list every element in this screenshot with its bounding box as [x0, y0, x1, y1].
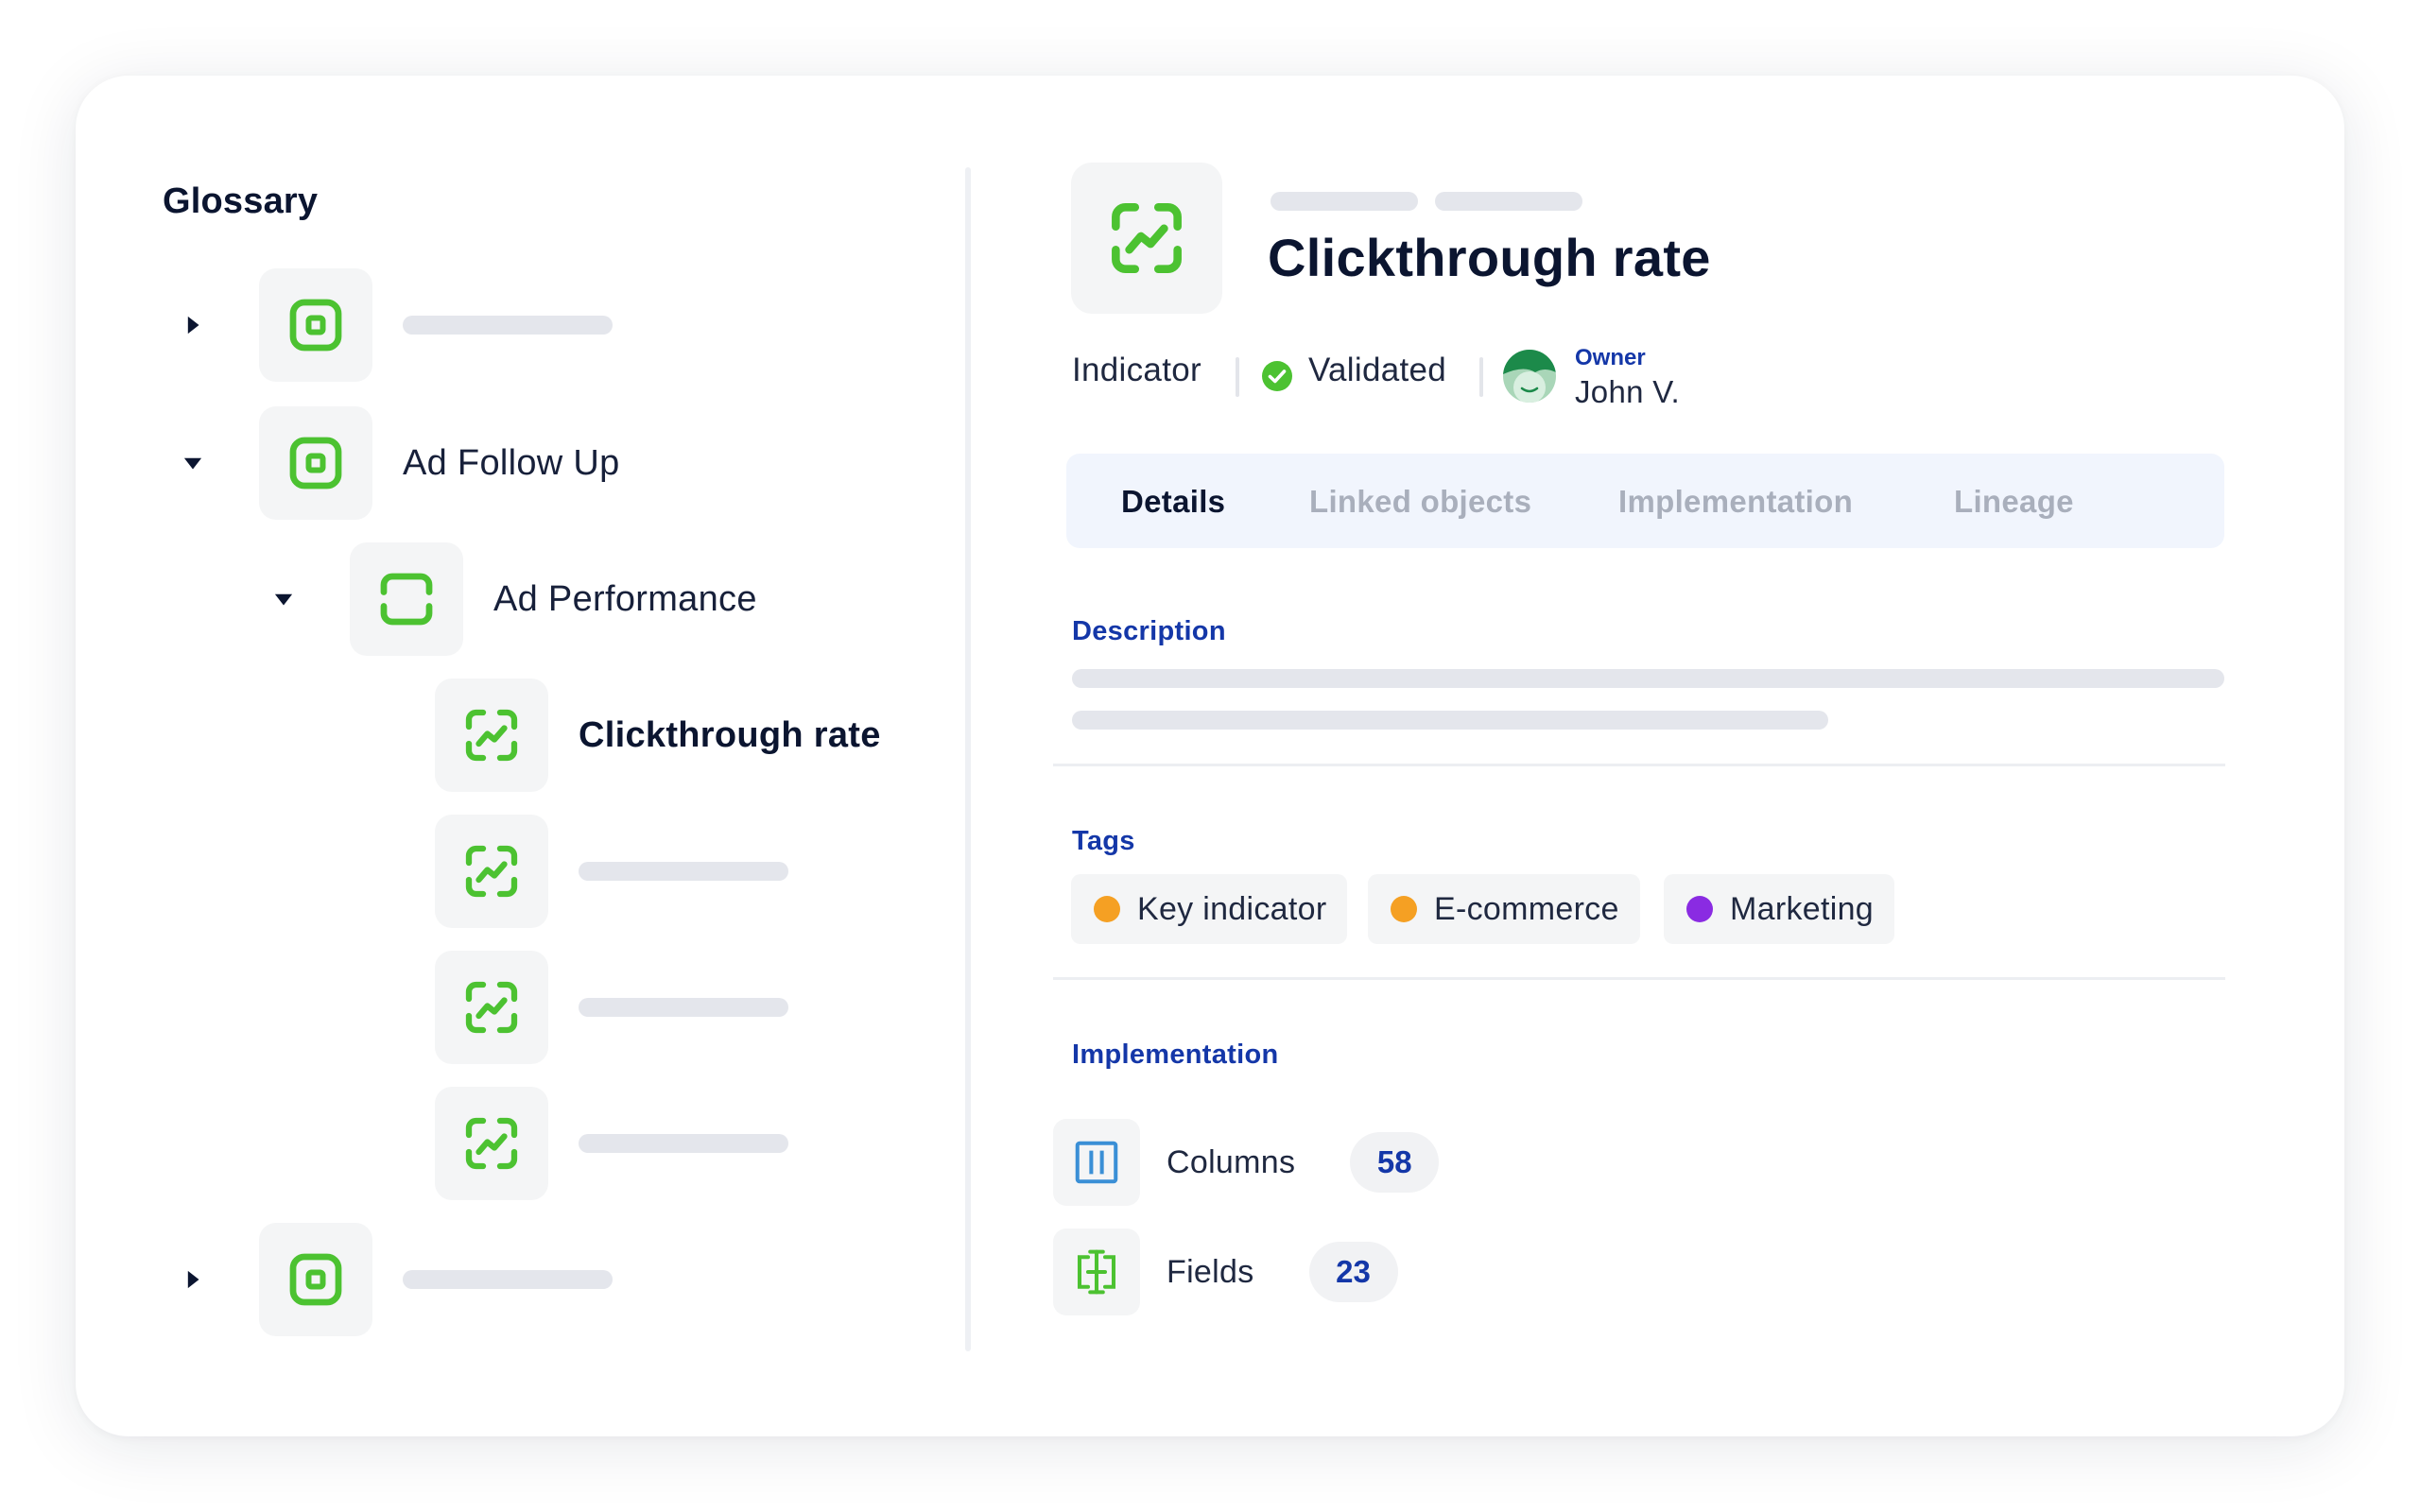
tag-e-commerce[interactable]: E-commerce [1368, 874, 1640, 944]
group-icon [350, 542, 463, 656]
category-icon [259, 268, 372, 382]
tab-details[interactable]: Details [1121, 484, 1226, 519]
tab-implementation[interactable]: Implementation [1618, 484, 1854, 519]
placeholder-label [403, 316, 613, 335]
implementation-fields[interactable]: Fields 23 [1053, 1228, 1398, 1315]
tree-item-ad-follow-up[interactable]: Ad Follow Up [174, 406, 620, 520]
status-badge: Validated [1308, 352, 1447, 388]
check-circle-icon [1262, 361, 1292, 391]
tree-item[interactable] [174, 1223, 613, 1336]
tag-label: E-commerce [1434, 890, 1619, 927]
tree-item-label: Ad Follow Up [403, 442, 620, 483]
owner-label: Owner [1575, 345, 1646, 370]
tab-lineage[interactable]: Lineage [1954, 484, 2074, 519]
count-badge: 23 [1308, 1242, 1398, 1302]
panel-divider [965, 167, 971, 1351]
columns-icon [1053, 1119, 1140, 1206]
tree-item[interactable] [435, 1087, 788, 1200]
object-type: Indicator [1072, 352, 1201, 388]
tab-linked-objects[interactable]: Linked objects [1309, 484, 1532, 519]
indicator-icon [1071, 163, 1222, 314]
tags-heading: Tags [1072, 826, 1135, 856]
description-placeholder [1072, 669, 2224, 688]
implementation-label: Columns [1167, 1143, 1296, 1180]
caret-right-icon[interactable] [174, 1261, 212, 1298]
implementation-heading: Implementation [1072, 1040, 1279, 1070]
caret-down-icon[interactable] [265, 580, 302, 618]
tree-item[interactable] [435, 815, 788, 928]
section-divider [1053, 977, 2225, 980]
description-heading: Description [1072, 616, 1226, 646]
placeholder-label [403, 1270, 613, 1289]
tree-item-label: Ad Performance [493, 578, 757, 619]
description-placeholder [1072, 711, 1828, 730]
tag-label: Key indicator [1137, 890, 1327, 927]
implementation-label: Fields [1167, 1253, 1254, 1290]
tree-item[interactable] [174, 268, 613, 382]
placeholder-label [579, 998, 788, 1017]
tree-item-ad-performance[interactable]: Ad Performance [265, 542, 757, 656]
indicator-icon [435, 815, 548, 928]
breadcrumb-placeholder[interactable] [1435, 192, 1582, 211]
tag-color-dot [1391, 896, 1417, 922]
category-icon [259, 1223, 372, 1336]
placeholder-label [579, 862, 788, 881]
breadcrumb-placeholder[interactable] [1270, 192, 1418, 211]
tag-marketing[interactable]: Marketing [1664, 874, 1894, 944]
detail-tabs: Details Linked objects Implementation Li… [1066, 454, 2224, 548]
glossary-title: Glossary [163, 181, 319, 221]
tag-label: Marketing [1730, 890, 1874, 927]
caret-right-icon[interactable] [174, 306, 212, 344]
field-icon [1053, 1228, 1140, 1315]
count-badge: 58 [1350, 1132, 1440, 1193]
caret-down-icon[interactable] [174, 444, 212, 482]
category-icon [259, 406, 372, 520]
section-divider [1053, 764, 2225, 766]
indicator-icon [435, 679, 548, 792]
owner-name[interactable]: John V. [1575, 374, 1680, 409]
indicator-icon [435, 1087, 548, 1200]
tree-item-clickthrough-rate[interactable]: Clickthrough rate [435, 679, 881, 792]
indicator-icon [435, 951, 548, 1064]
placeholder-label [579, 1134, 788, 1153]
tag-color-dot [1094, 896, 1120, 922]
separator [1479, 357, 1483, 397]
implementation-columns[interactable]: Columns 58 [1053, 1119, 1440, 1206]
avatar[interactable] [1503, 350, 1556, 403]
tree-item[interactable] [435, 951, 788, 1064]
tag-color-dot [1686, 896, 1713, 922]
tree-item-label: Clickthrough rate [579, 714, 881, 755]
page-title: Clickthrough rate [1268, 228, 1711, 287]
separator [1236, 357, 1239, 397]
tag-key-indicator[interactable]: Key indicator [1071, 874, 1348, 944]
